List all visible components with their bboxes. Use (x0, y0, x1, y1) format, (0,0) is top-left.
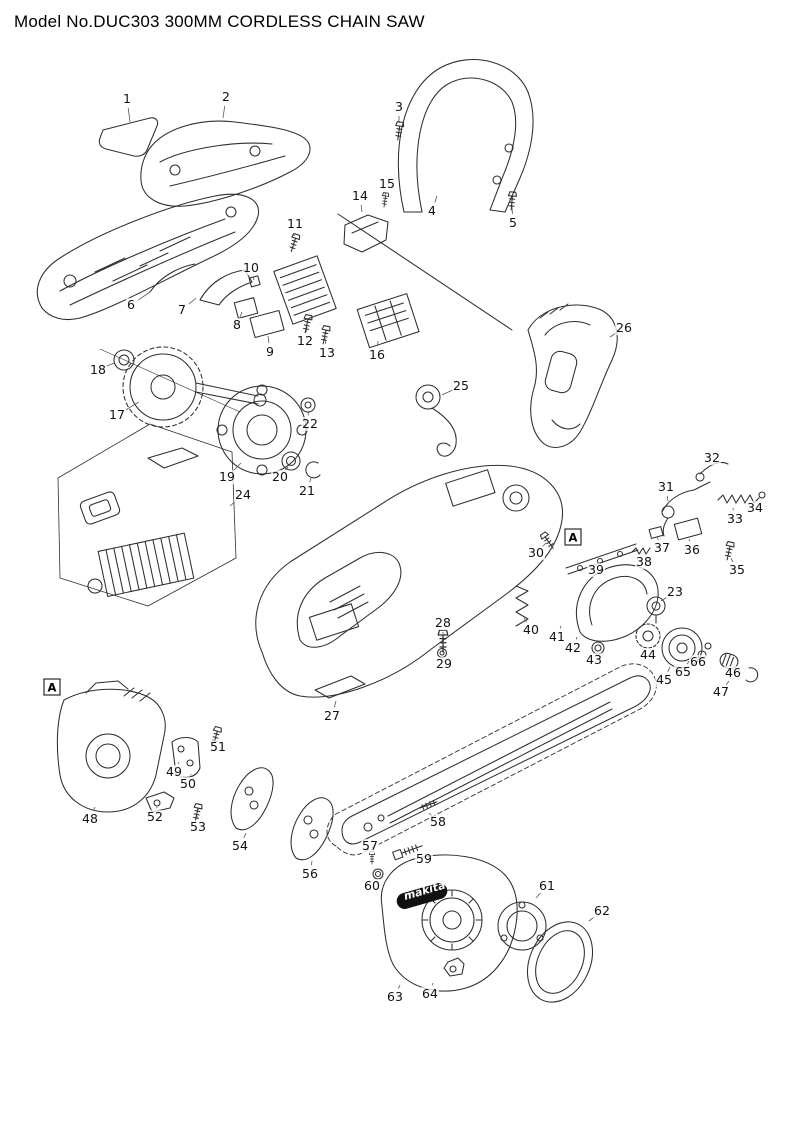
part-number-33: 33 (726, 511, 744, 527)
part-number-60: 60 (363, 878, 381, 894)
rear-handle-art (527, 303, 618, 448)
part-number-30: 30 (527, 545, 545, 561)
page-title: Model No.DUC303 300MM CORDLESS CHAIN SAW (14, 12, 425, 31)
main-body-art (255, 464, 563, 699)
part-number-40: 40 (522, 622, 540, 638)
part-number-49: 49 (165, 764, 183, 780)
part-number-18: 18 (89, 362, 107, 378)
part-number-28: 28 (434, 615, 452, 631)
part-number-65: 65 (674, 664, 692, 680)
electric-parts-art (233, 213, 513, 349)
part-number-48: 48 (81, 811, 99, 827)
inner-cover-art (56, 680, 201, 813)
motor-housing-art (36, 117, 311, 321)
part-number-12: 12 (296, 333, 314, 349)
part-number-36: 36 (683, 542, 701, 558)
part-number-14: 14 (351, 188, 369, 204)
part-number-19: 19 (218, 469, 236, 485)
part-number-37: 37 (653, 540, 671, 556)
part-number-23: 23 (666, 584, 684, 600)
part-number-4: 4 (427, 203, 437, 219)
part-number-34: 34 (746, 500, 764, 516)
part-number-58: 58 (429, 814, 447, 830)
part-number-24: 24 (234, 487, 252, 503)
clutch-parts-art (515, 564, 759, 683)
part-number-22: 22 (301, 416, 319, 432)
part-number-16: 16 (368, 347, 386, 363)
part-number-31: 31 (657, 479, 675, 495)
bar-bolts-art (372, 799, 438, 880)
sprocket-cover-art (380, 854, 593, 1003)
part-number-9: 9 (265, 344, 275, 360)
guide-bar-art (326, 663, 657, 856)
assembly-marker-A: A (43, 678, 61, 696)
part-number-17: 17 (108, 407, 126, 423)
part-number-64: 64 (421, 986, 439, 1002)
part-number-20: 20 (271, 469, 289, 485)
part-number-11: 11 (286, 216, 304, 232)
top-handle-art (397, 59, 534, 213)
part-number-62: 62 (593, 903, 611, 919)
guide-plates-art (230, 767, 334, 861)
part-number-29: 29 (435, 656, 453, 672)
part-number-25: 25 (452, 378, 470, 394)
part-number-44: 44 (639, 647, 657, 663)
assembly-marker-A: A (564, 528, 582, 546)
part-number-50: 50 (179, 776, 197, 792)
part-number-63: 63 (386, 989, 404, 1005)
part-number-46: 46 (724, 665, 742, 681)
part-number-52: 52 (146, 809, 164, 825)
part-number-57: 57 (361, 838, 379, 854)
part-number-13: 13 (318, 345, 336, 361)
part-number-38: 38 (635, 554, 653, 570)
part-number-21: 21 (298, 483, 316, 499)
part-number-42: 42 (564, 640, 582, 656)
part-number-26: 26 (615, 320, 633, 336)
part-number-35: 35 (728, 562, 746, 578)
part-number-6: 6 (126, 297, 136, 313)
part-number-41: 41 (548, 629, 566, 645)
hexagon-region-art (57, 423, 237, 607)
part-number-32: 32 (703, 450, 721, 466)
oil-cap-art (415, 384, 457, 457)
part-number-2: 2 (221, 89, 231, 105)
part-number-3: 3 (394, 99, 404, 115)
part-number-43: 43 (585, 652, 603, 668)
screws-art (190, 121, 736, 865)
part-number-61: 61 (538, 878, 556, 894)
part-number-54: 54 (231, 838, 249, 854)
part-number-47: 47 (712, 684, 730, 700)
part-number-39: 39 (587, 562, 605, 578)
part-number-66: 66 (689, 654, 707, 670)
part-number-45: 45 (655, 672, 673, 688)
part-number-51: 51 (209, 739, 227, 755)
part-number-53: 53 (189, 819, 207, 835)
part-number-10: 10 (242, 260, 260, 276)
part-number-27: 27 (323, 708, 341, 724)
part-number-1: 1 (122, 91, 132, 107)
part-number-56: 56 (301, 866, 319, 882)
part-number-8: 8 (232, 317, 242, 333)
part-number-15: 15 (378, 176, 396, 192)
gear-assembly-art (99, 346, 321, 479)
part-number-7: 7 (177, 302, 187, 318)
part-number-5: 5 (508, 215, 518, 231)
part-number-59: 59 (415, 851, 433, 867)
